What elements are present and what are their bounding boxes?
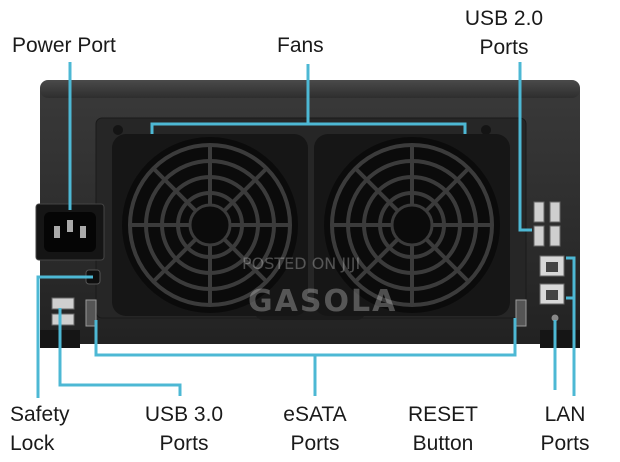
label-reset-line1: RESET — [407, 403, 478, 426]
label-usb3-line1: USB 3.0 — [144, 403, 224, 426]
power-pin-3 — [80, 226, 86, 238]
label-safety-lock-line2: Lock — [10, 432, 55, 455]
label-fans: Fans — [277, 34, 324, 57]
callout-fans-right — [308, 122, 467, 134]
watermark-line1: POSTED ON JIJI — [242, 254, 361, 273]
label-lan-line2: Ports — [540, 432, 590, 455]
chassis-top-bevel — [40, 80, 580, 98]
label-lan: LAN Ports — [524, 400, 606, 458]
usb2-port-3 — [533, 225, 545, 247]
label-usb2: USB 2.0 Ports — [454, 4, 554, 62]
callout-lan — [566, 256, 576, 396]
label-usb2-line2: Ports — [479, 36, 529, 59]
callout-safety-lock — [36, 275, 93, 398]
usb3-port-2 — [51, 313, 75, 326]
callout-usb2 — [518, 62, 532, 232]
foot-right — [540, 330, 580, 348]
callout-usb3 — [58, 308, 182, 396]
label-safety-lock: Safety Lock — [10, 400, 70, 458]
callout-esata — [94, 318, 517, 357]
label-reset: RESET Button — [396, 400, 490, 458]
callout-lines — [36, 62, 576, 398]
usb3-port-1 — [51, 297, 75, 310]
usb2-port-4 — [549, 225, 561, 247]
label-esata-line1: eSATA — [283, 403, 347, 426]
label-esata-line2: Ports — [290, 432, 340, 455]
usb2-port-1 — [533, 201, 545, 223]
callout-fans-left — [150, 64, 310, 134]
esata-port-right — [515, 299, 527, 327]
screw-1 — [113, 125, 123, 135]
label-reset-line2: Button — [412, 432, 474, 455]
label-power-port: Power Port — [12, 34, 116, 57]
label-esata: eSATA Ports — [268, 400, 362, 458]
fan-left — [112, 134, 308, 316]
power-port — [35, 203, 105, 261]
power-pin-1 — [54, 226, 60, 238]
label-usb3: USB 3.0 Ports — [134, 400, 234, 458]
usb3-ports — [51, 297, 75, 326]
usb2-port-2 — [549, 201, 561, 223]
label-usb2-line1: USB 2.0 — [464, 7, 544, 30]
label-safety-lock-line1: Safety — [10, 403, 70, 426]
watermark-line2: GASOLA — [248, 284, 398, 319]
label-usb3-line2: Ports — [159, 432, 209, 455]
power-pin-2 — [67, 220, 73, 232]
esata-port-left — [85, 299, 97, 327]
fan-right — [314, 134, 510, 316]
label-lan-line1: LAN — [544, 403, 586, 426]
usb2-ports — [533, 201, 561, 247]
screw-2 — [481, 125, 491, 135]
lan-ports — [539, 255, 565, 305]
